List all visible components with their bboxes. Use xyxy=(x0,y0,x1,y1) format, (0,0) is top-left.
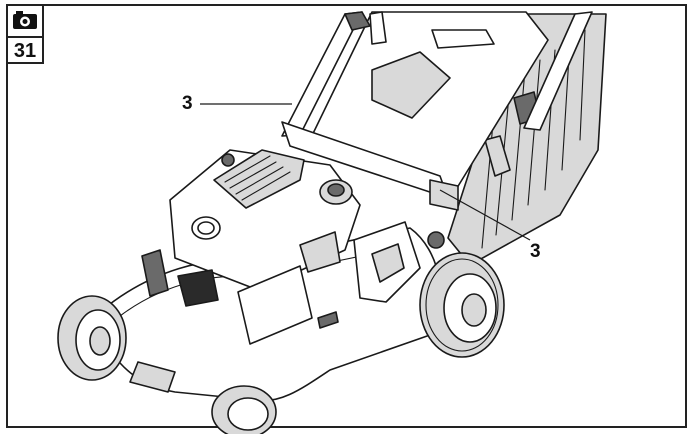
callout-label-catcher: 3 xyxy=(530,241,541,262)
figure-number: 31 xyxy=(8,36,42,64)
handle-bar xyxy=(281,11,593,211)
camera-icon xyxy=(8,6,42,34)
callout-label-handle: 3 xyxy=(182,93,193,114)
figure-badge: 31 xyxy=(6,4,44,64)
engine xyxy=(141,149,445,345)
discharge-flap xyxy=(353,221,421,303)
front-right-wheel xyxy=(211,385,277,434)
front-left-wheel xyxy=(57,295,127,381)
grass-catcher-bag xyxy=(447,13,607,266)
callout-leader-catcher xyxy=(439,189,531,241)
rear-right-wheel xyxy=(419,252,505,358)
